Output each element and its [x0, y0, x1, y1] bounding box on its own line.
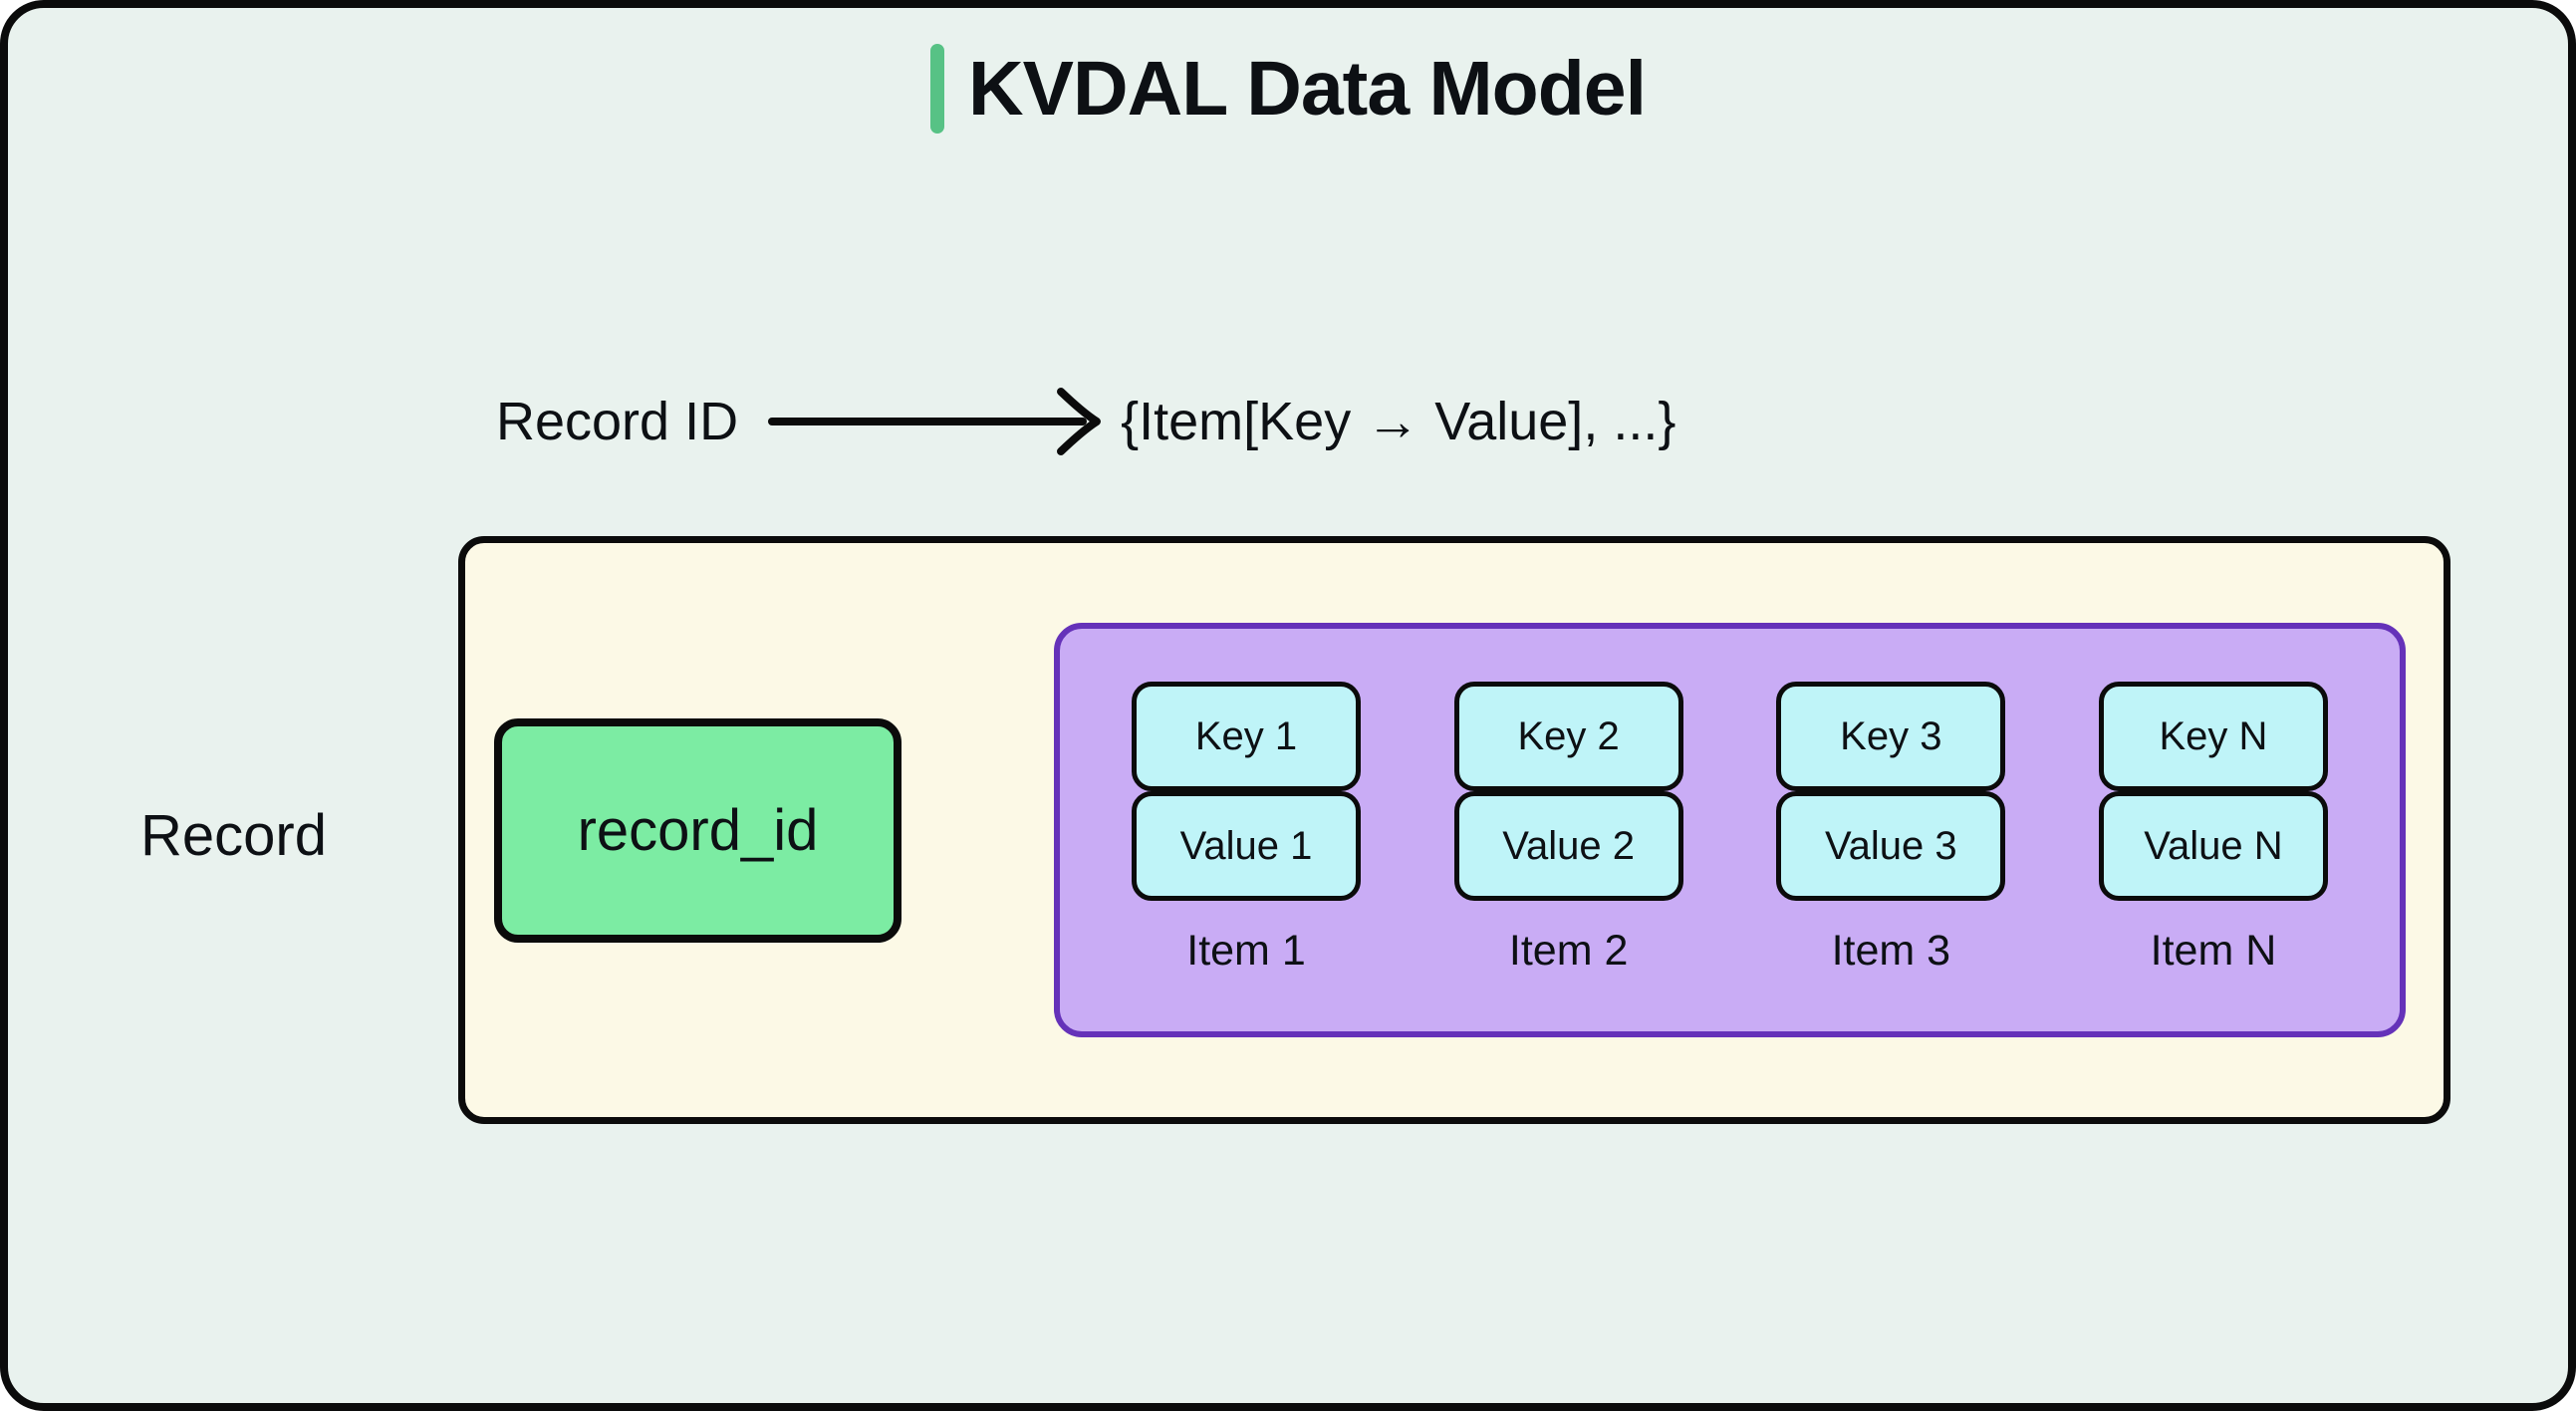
- mapping-source-label: Record ID: [496, 392, 739, 451]
- record-id-box: record_id: [494, 718, 902, 943]
- key-box: Key 2: [1453, 682, 1683, 791]
- item-column-n: Key N Value N Item N: [2098, 682, 2328, 1031]
- value-box: Value 1: [1132, 791, 1361, 901]
- title-accent-bar: [930, 44, 945, 134]
- mapping-target-expression: {Item[Key → Value], ...}: [1121, 392, 1676, 451]
- title-row: KVDAL Data Model: [8, 44, 2568, 134]
- item-label: Item 2: [1508, 927, 1629, 975]
- item-label: Item 3: [1831, 927, 1951, 975]
- key-label: Key 2: [1517, 713, 1620, 758]
- page-title: KVDAL Data Model: [968, 45, 1647, 132]
- items-container: Key 1 Value 1 Item 1 Key 2 Value 2 Item …: [1054, 623, 2406, 1037]
- value-label: Value 2: [1502, 823, 1635, 868]
- record-box: record_id Key 1 Value 1 Item 1 Key 2: [458, 536, 2450, 1124]
- right-arrow-icon: [768, 388, 1102, 455]
- value-box: Value N: [2098, 791, 2328, 901]
- record-outer-label: Record: [140, 803, 327, 868]
- item-label: Item N: [2150, 927, 2277, 975]
- key-box: Key N: [2098, 682, 2328, 791]
- value-box: Value 3: [1776, 791, 2006, 901]
- key-label: Key 3: [1840, 713, 1942, 758]
- value-label: Value 1: [1179, 823, 1313, 868]
- record-id-label: record_id: [577, 798, 819, 863]
- key-box: Key 1: [1132, 682, 1361, 791]
- mapping-row: Record ID {Item[Key → Value], ...}: [496, 377, 1675, 466]
- value-box: Value 2: [1453, 791, 1683, 901]
- item-column-2: Key 2 Value 2 Item 2: [1453, 682, 1683, 1031]
- value-label: Value 3: [1824, 823, 1957, 868]
- key-box: Key 3: [1776, 682, 2006, 791]
- item-column-3: Key 3 Value 3 Item 3: [1776, 682, 2006, 1031]
- item-label: Item 1: [1186, 927, 1306, 975]
- item-column-1: Key 1 Value 1 Item 1: [1132, 682, 1361, 1031]
- key-label: Key N: [2159, 713, 2268, 758]
- key-label: Key 1: [1194, 713, 1298, 758]
- value-label: Value N: [2144, 823, 2283, 868]
